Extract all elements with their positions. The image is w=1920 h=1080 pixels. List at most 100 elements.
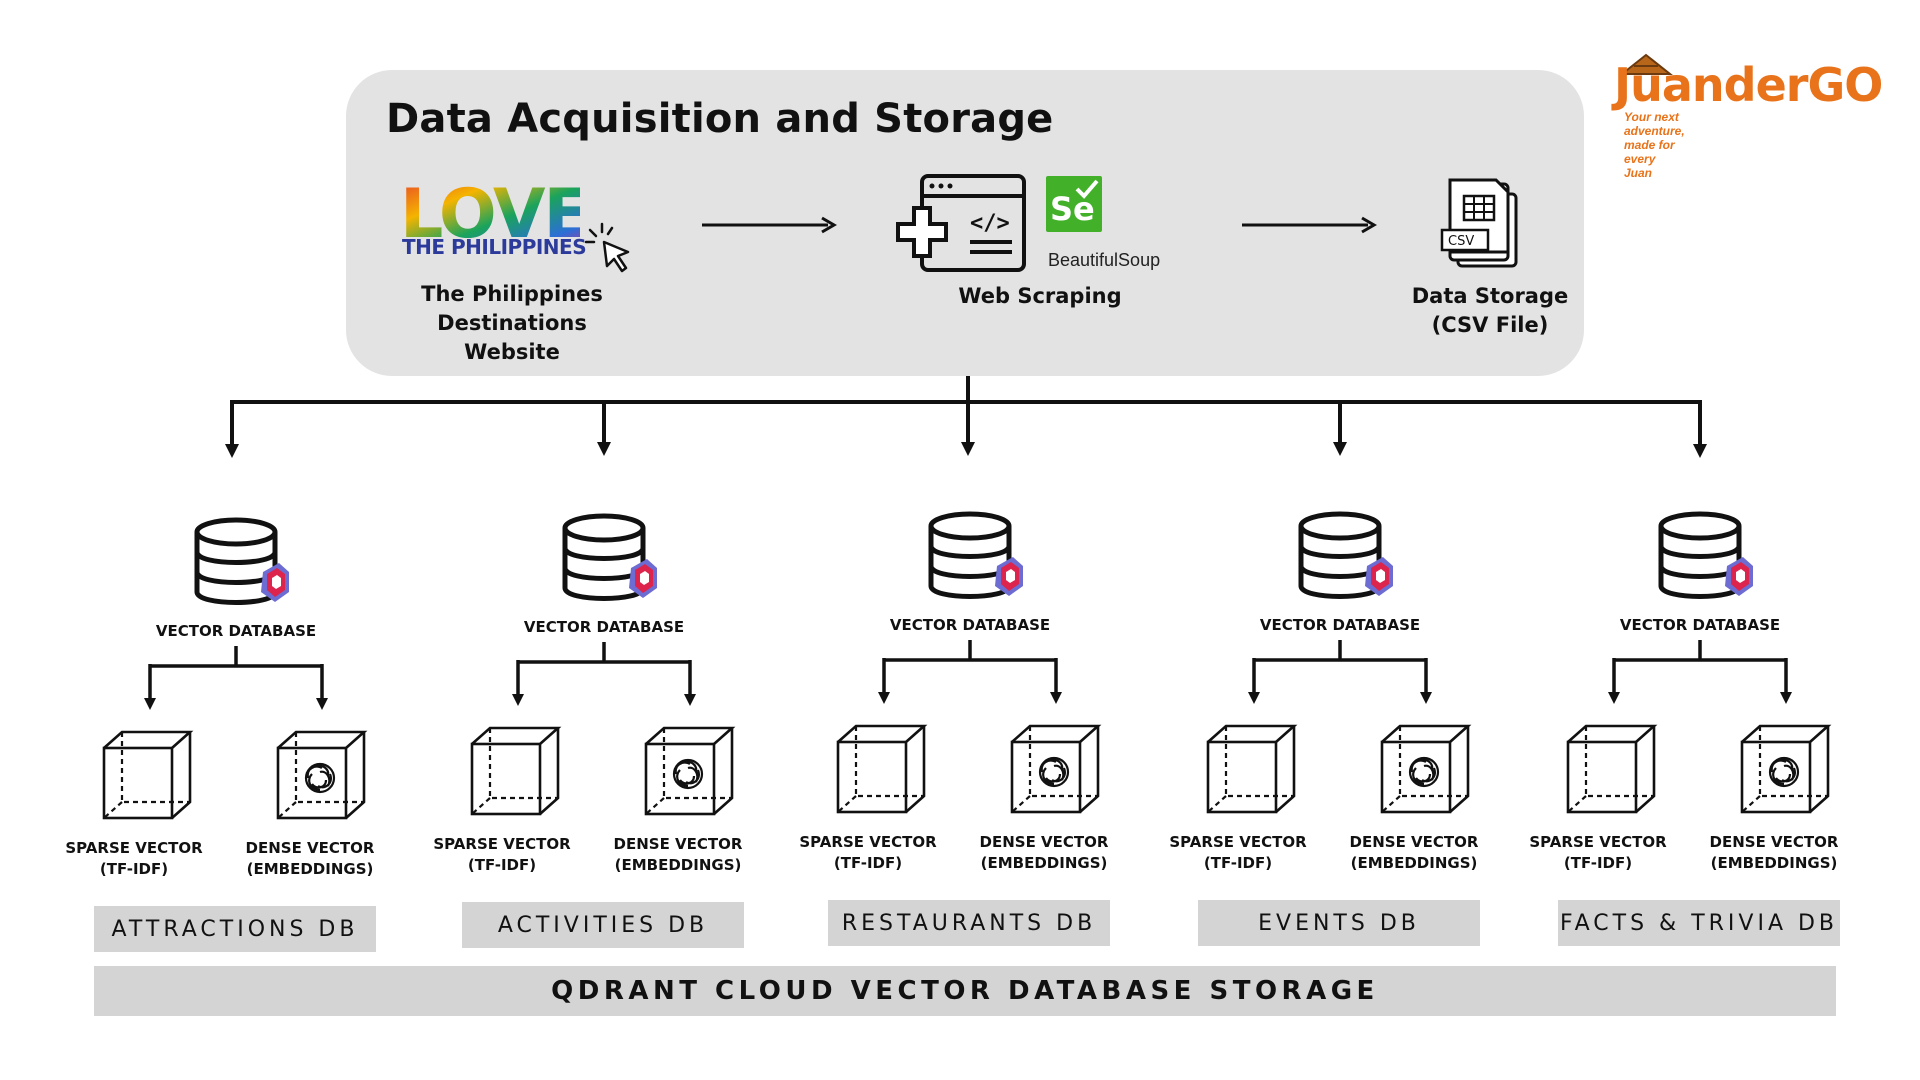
vector-split-connector bbox=[1608, 640, 1792, 704]
db-name-bar: FACTS & TRIVIA DB bbox=[1558, 900, 1840, 946]
vector-database-label: VECTOR DATABASE bbox=[889, 616, 1051, 634]
sparse-cube-icon bbox=[1206, 724, 1298, 814]
sparse-vector-cube bbox=[100, 728, 196, 829]
qdrant-storage-bar: QDRANT CLOUD VECTOR DATABASE STORAGE bbox=[94, 966, 1836, 1016]
db-name-bar: EVENTS DB bbox=[1198, 900, 1480, 946]
sparse-cube-icon bbox=[102, 730, 194, 820]
sparse-cube-icon bbox=[470, 726, 562, 816]
openai-logo-icon bbox=[1408, 756, 1440, 788]
storage-caption-line1: Data Storage bbox=[1411, 284, 1569, 308]
love-the-philippines-logo: LOVE bbox=[400, 182, 580, 242]
sparse-vector-type: (TF-IDF) bbox=[467, 856, 537, 874]
database-cylinder-icon bbox=[562, 513, 657, 601]
dense-vector-type: (EMBEDDINGS) bbox=[614, 856, 742, 874]
vector-split-connector bbox=[144, 646, 328, 710]
selenium-badge: Se bbox=[1050, 190, 1095, 228]
scraping-caption: Web Scraping bbox=[958, 284, 1122, 308]
dense-vector-cube bbox=[1738, 722, 1834, 823]
openai-logo-icon bbox=[1038, 756, 1070, 788]
sparse-vector-type: (TF-IDF) bbox=[1203, 854, 1273, 872]
dense-vector-cube bbox=[1008, 722, 1104, 823]
qdrant-logo-icon bbox=[1725, 557, 1753, 596]
dense-vector-cube bbox=[274, 728, 370, 829]
qdrant-logo-icon bbox=[995, 557, 1023, 596]
database-cylinder-icon bbox=[194, 517, 289, 605]
vector-database-label: VECTOR DATABASE bbox=[1619, 616, 1781, 634]
sparse-vector-title: SPARSE VECTOR bbox=[799, 833, 937, 851]
dense-vector-title: DENSE VECTOR bbox=[245, 839, 375, 857]
dense-vector-label: DENSE VECTOR (EMBEDDINGS) bbox=[598, 834, 758, 876]
panel-title: Data Acquisition and Storage bbox=[386, 96, 1054, 142]
vector-database-icon bbox=[191, 516, 291, 617]
source-caption-line2: Website bbox=[464, 340, 560, 364]
dense-vector-cube bbox=[1378, 722, 1474, 823]
sparse-vector-cube bbox=[834, 722, 930, 823]
dense-vector-type: (EMBEDDINGS) bbox=[1350, 854, 1478, 872]
qdrant-logo-icon bbox=[261, 563, 289, 602]
sparse-vector-type: (TF-IDF) bbox=[99, 860, 169, 878]
storage-caption: Data Storage (CSV File) bbox=[1380, 282, 1600, 340]
sparse-vector-type: (TF-IDF) bbox=[1563, 854, 1633, 872]
dense-vector-type: (EMBEDDINGS) bbox=[980, 854, 1108, 872]
vector-database-icon bbox=[925, 510, 1025, 611]
openai-logo-icon bbox=[672, 758, 704, 790]
dense-vector-label: DENSE VECTOR (EMBEDDINGS) bbox=[230, 838, 390, 880]
dense-cube-icon bbox=[1380, 724, 1472, 814]
dense-vector-type: (EMBEDDINGS) bbox=[1710, 854, 1838, 872]
dense-vector-label: DENSE VECTOR (EMBEDDINGS) bbox=[1694, 832, 1854, 874]
qdrant-logo-icon bbox=[1365, 557, 1393, 596]
openai-logo-icon bbox=[304, 762, 336, 794]
dense-vector-title: DENSE VECTOR bbox=[1349, 833, 1479, 851]
dense-cube-icon bbox=[276, 730, 368, 820]
sparse-vector-label: SPARSE VECTOR (TF-IDF) bbox=[1158, 832, 1318, 874]
source-caption-line1: The Philippines Destinations bbox=[421, 282, 603, 335]
dense-vector-label: DENSE VECTOR (EMBEDDINGS) bbox=[1334, 832, 1494, 874]
beautifulsoup-logo: BeautifulSoup bbox=[1048, 250, 1161, 270]
arrow-scraping-to-storage bbox=[1242, 216, 1377, 234]
sparse-cube-icon bbox=[836, 724, 928, 814]
db-name-bar: ATTRACTIONS DB bbox=[94, 906, 376, 952]
dense-vector-title: DENSE VECTOR bbox=[979, 833, 1109, 851]
logo-wordmark: JuanderGO bbox=[1614, 58, 1883, 112]
dense-cube-icon bbox=[1740, 724, 1832, 814]
dense-cube-icon bbox=[644, 726, 736, 816]
sparse-vector-title: SPARSE VECTOR bbox=[1169, 833, 1307, 851]
love-wordmark: LOVE bbox=[400, 182, 580, 242]
database-cylinder-icon bbox=[928, 511, 1023, 599]
sparse-vector-cube bbox=[1204, 722, 1300, 823]
database-cylinder-icon bbox=[1658, 511, 1753, 599]
source-caption: The Philippines Destinations Website bbox=[352, 280, 672, 367]
csv-file-label: CSV bbox=[1448, 234, 1474, 249]
love-subtext: THE PHILIPPINES bbox=[402, 235, 587, 259]
storage-caption-line2: (CSV File) bbox=[1431, 313, 1549, 337]
db-name-bar: ACTIVITIES DB bbox=[462, 902, 744, 948]
database-cylinder-icon bbox=[1298, 511, 1393, 599]
db-name-bar: RESTAURANTS DB bbox=[828, 900, 1110, 946]
qdrant-logo-icon bbox=[629, 559, 657, 598]
sparse-vector-cube bbox=[468, 724, 564, 825]
cursor-click-icon bbox=[584, 222, 630, 273]
dense-vector-type: (EMBEDDINGS) bbox=[246, 860, 374, 878]
vector-database-label: VECTOR DATABASE bbox=[523, 618, 685, 636]
dense-vector-title: DENSE VECTOR bbox=[1709, 833, 1839, 851]
vector-split-connector bbox=[512, 642, 696, 706]
sparse-vector-type: (TF-IDF) bbox=[833, 854, 903, 872]
dense-vector-label: DENSE VECTOR (EMBEDDINGS) bbox=[964, 832, 1124, 874]
vector-database-label: VECTOR DATABASE bbox=[155, 622, 317, 640]
vector-database-icon bbox=[1655, 510, 1755, 611]
arrow-source-to-scraping bbox=[702, 216, 837, 234]
sparse-vector-label: SPARSE VECTOR (TF-IDF) bbox=[788, 832, 948, 874]
web-code-icon: </> bbox=[896, 174, 1026, 272]
csv-file-icon: CSV bbox=[1440, 178, 1518, 268]
dense-vector-cube bbox=[642, 724, 738, 825]
vector-database-icon bbox=[1295, 510, 1395, 611]
sparse-cube-icon bbox=[1566, 724, 1658, 814]
sparse-vector-title: SPARSE VECTOR bbox=[65, 839, 203, 857]
salakot-hat-icon bbox=[1619, 53, 1673, 75]
data-acquisition-panel bbox=[346, 70, 1584, 376]
sparse-vector-cube bbox=[1564, 722, 1660, 823]
sparse-vector-label: SPARSE VECTOR (TF-IDF) bbox=[54, 838, 214, 880]
sparse-vector-title: SPARSE VECTOR bbox=[433, 835, 571, 853]
logo-tagline: Your next adventure, made for every Juan bbox=[1624, 110, 1685, 180]
sparse-vector-label: SPARSE VECTOR (TF-IDF) bbox=[422, 834, 582, 876]
